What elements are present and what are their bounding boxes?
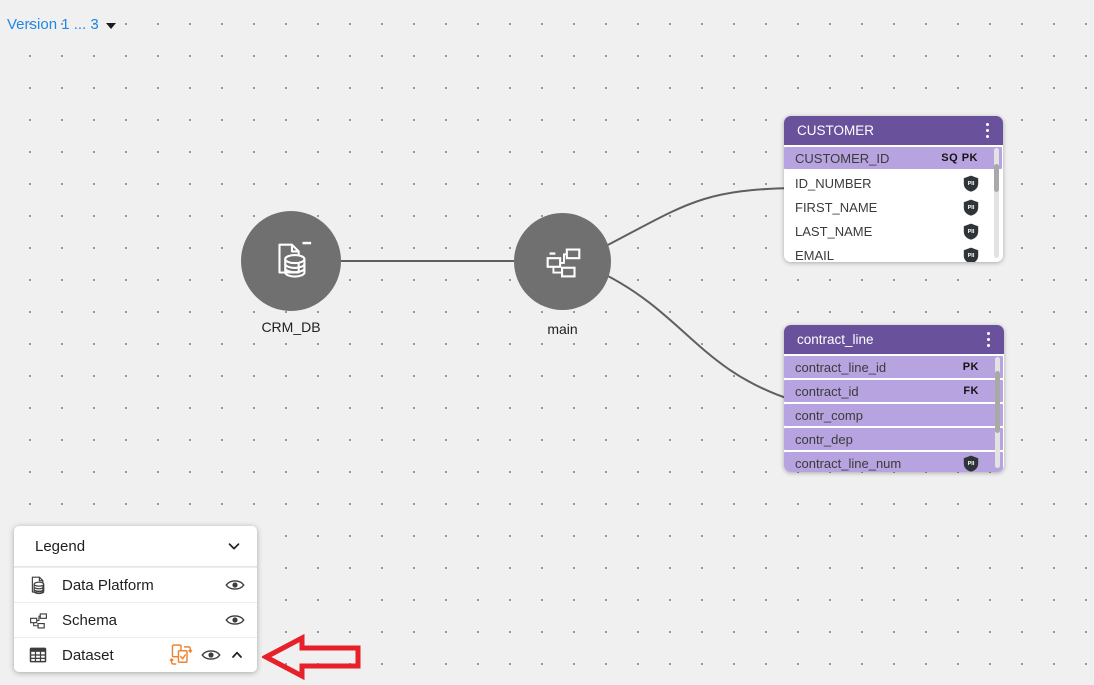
dataset-title: CUSTOMER <box>797 123 875 138</box>
card-scrollbar[interactable] <box>994 148 999 258</box>
kebab-menu-icon[interactable] <box>983 328 994 351</box>
document-database-icon <box>26 575 50 596</box>
dataset-card-customer[interactable]: CUSTOMER CUSTOMER_ID SQ PK ID_NUMBER PII… <box>784 116 1003 262</box>
chevron-up-icon[interactable] <box>229 647 245 663</box>
table-grid-icon <box>26 645 50 665</box>
scrollbar-thumb[interactable] <box>994 164 999 192</box>
legend-title: Legend <box>35 537 86 555</box>
legend-header[interactable]: Legend <box>14 526 257 567</box>
column-row[interactable]: contr_comp <box>784 404 1003 426</box>
svg-text:PII: PII <box>968 205 975 211</box>
compare-documents-sync-icon[interactable] <box>169 643 193 667</box>
annotation-arrow-icon <box>262 634 361 681</box>
column-row[interactable]: CUSTOMER_ID SQ PK <box>784 147 1002 169</box>
scrollbar-thumb[interactable] <box>995 371 1000 433</box>
document-database-icon <box>278 241 312 278</box>
collapse-minus-icon <box>302 241 312 245</box>
node-main[interactable]: main <box>514 213 611 337</box>
pii-shield-icon: PII <box>963 223 979 240</box>
legend-item-dataset: Dataset <box>14 637 257 672</box>
visibility-eye-icon[interactable] <box>225 578 245 592</box>
chevron-down-icon[interactable] <box>225 537 243 555</box>
version-selector-label: Version 1 ... 3 <box>7 16 99 33</box>
legend-panel: Legend Data Platform <box>14 526 257 672</box>
legend-item-schema: Schema <box>14 602 257 637</box>
column-row[interactable]: contract_id FK <box>784 380 1003 402</box>
schema-icon <box>26 610 50 631</box>
kebab-menu-icon[interactable] <box>982 119 993 142</box>
pii-shield-icon: PII <box>963 175 979 192</box>
column-row[interactable]: FIRST_NAME PII <box>784 195 1003 219</box>
card-scrollbar[interactable] <box>995 357 1000 468</box>
pii-shield-icon: PII <box>963 199 979 216</box>
node-label: main <box>547 321 578 337</box>
legend-item-label: Schema <box>62 611 118 629</box>
dataset-card-header: contract_line <box>784 325 1004 354</box>
dataset-card-contract-line[interactable]: contract_line contract_line_id PK contra… <box>784 325 1004 472</box>
key-badge: SQ PK <box>941 152 978 164</box>
visibility-eye-icon[interactable] <box>225 613 245 627</box>
pii-shield-icon: PII <box>963 455 979 472</box>
column-row[interactable]: contract_line_id PK <box>784 356 1003 378</box>
pii-shield-icon: PII <box>963 247 979 262</box>
edge-main-customer <box>603 187 793 248</box>
legend-item-data-platform: Data Platform <box>14 567 257 602</box>
key-badge: FK <box>963 385 979 397</box>
column-row[interactable]: EMAIL PII <box>784 243 1003 262</box>
svg-text:PII: PII <box>968 253 975 259</box>
column-row[interactable]: contract_line_num PII <box>784 452 1003 472</box>
column-row[interactable]: LAST_NAME PII <box>784 219 1003 243</box>
node-label: CRM_DB <box>261 319 321 335</box>
dataset-title: contract_line <box>797 332 874 347</box>
collapse-minus-icon <box>549 251 555 255</box>
legend-item-label: Data Platform <box>62 576 154 594</box>
legend-item-label: Dataset <box>62 646 114 664</box>
version-selector[interactable]: Version 1 ... 3 <box>7 16 116 33</box>
svg-text:PII: PII <box>968 181 975 187</box>
svg-text:PII: PII <box>968 461 975 467</box>
caret-down-icon <box>105 22 116 29</box>
edge-main-contractline <box>603 273 793 401</box>
node-crm-db[interactable]: CRM_DB <box>241 211 341 335</box>
schema-icon <box>546 247 580 277</box>
visibility-eye-icon[interactable] <box>201 648 221 662</box>
key-badge: PK <box>962 361 979 373</box>
column-row[interactable]: ID_NUMBER PII <box>784 171 1003 195</box>
column-row[interactable]: contr_dep <box>784 428 1003 450</box>
dataset-card-header: CUSTOMER <box>784 116 1003 145</box>
svg-text:PII: PII <box>968 229 975 235</box>
